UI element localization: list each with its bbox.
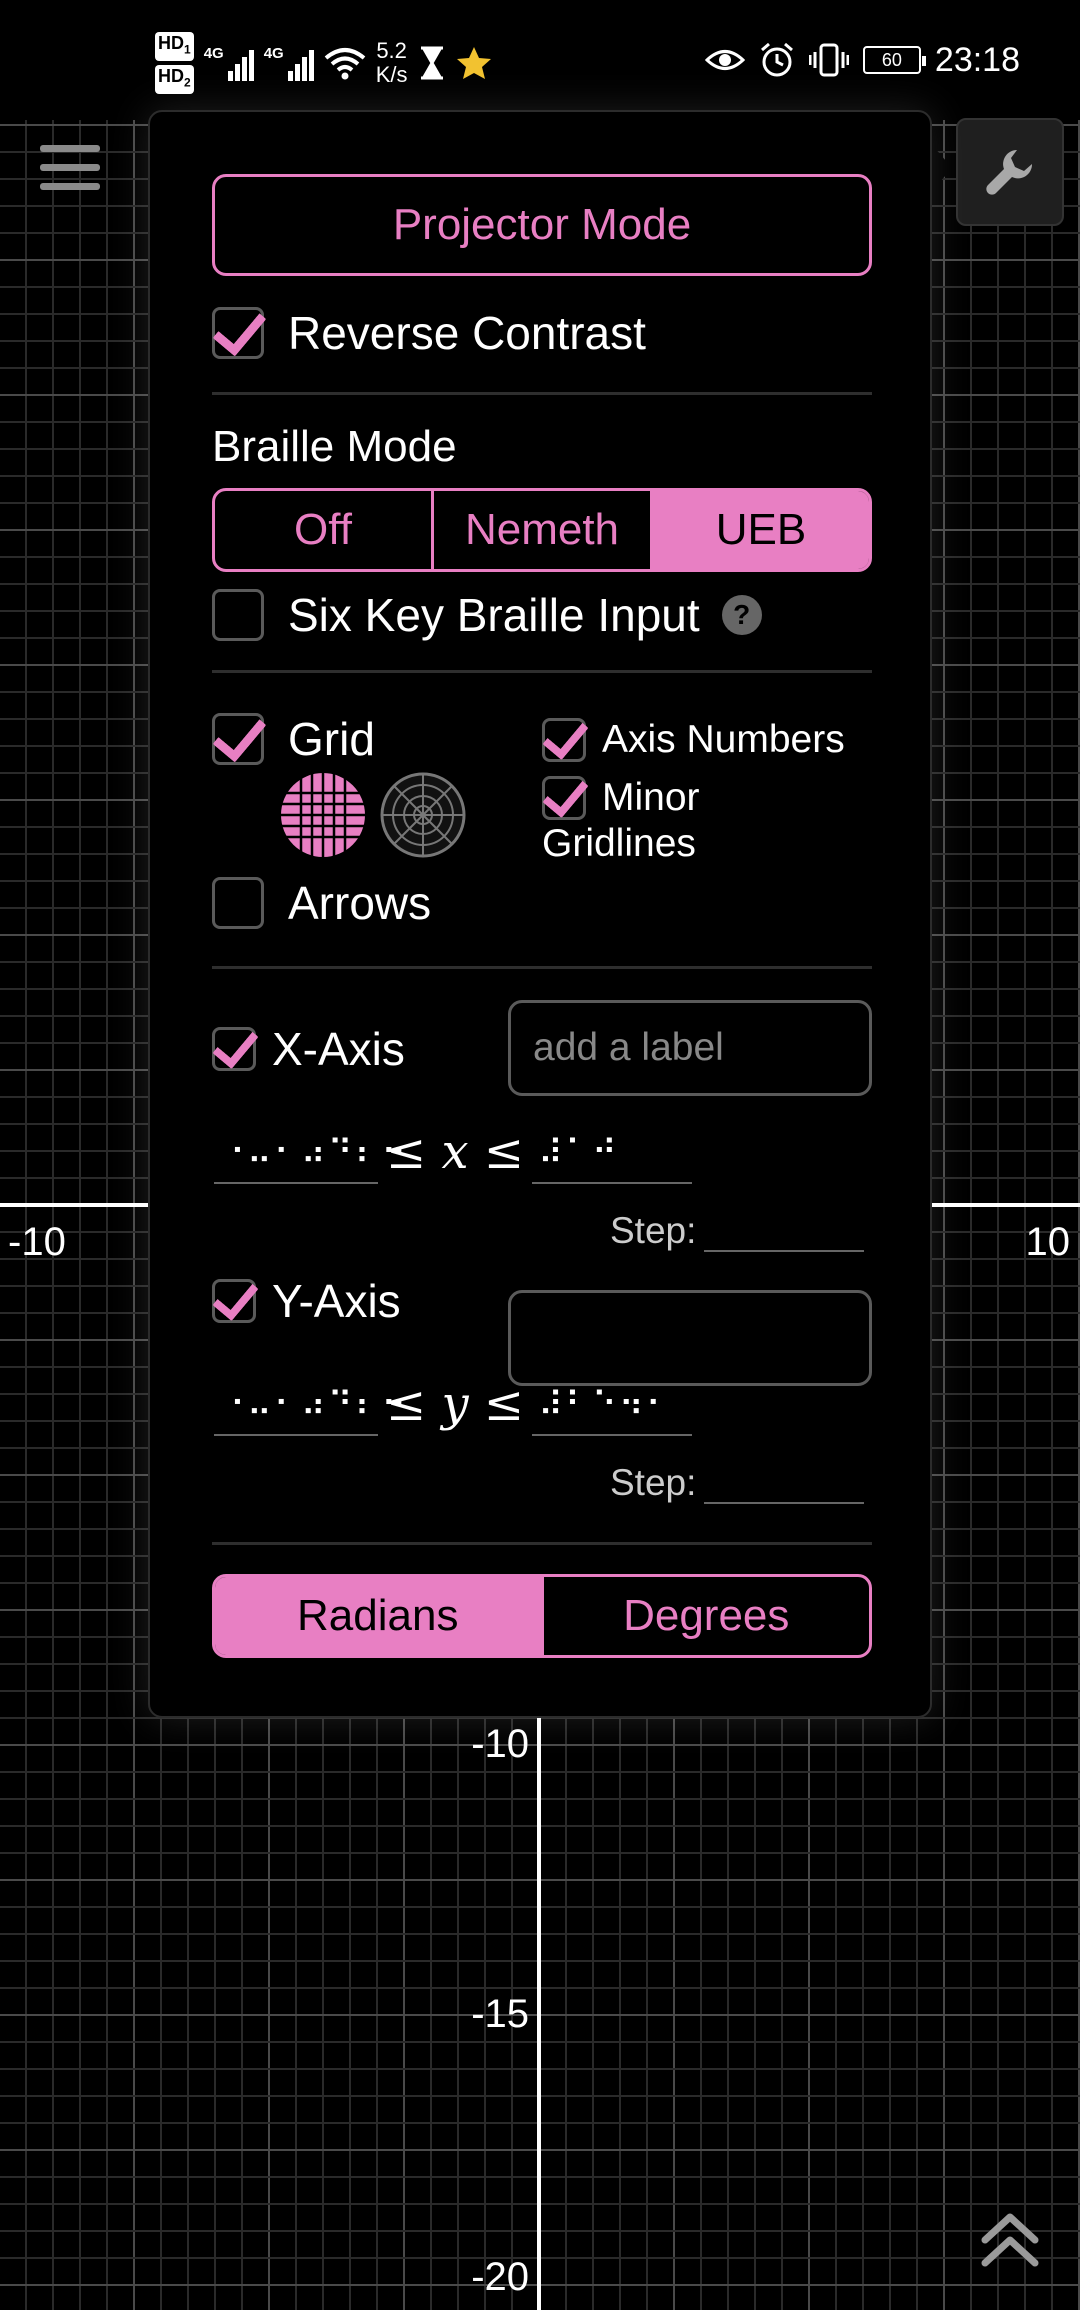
six-key-braille-checkbox[interactable] [212,589,264,641]
hourglass-icon [420,46,443,80]
polar-grid-icon[interactable] [380,772,466,858]
x-min-field[interactable]: ⠐⠤⠂⠴⠙⠆⠒ [214,1124,406,1184]
signal-strength-icon: 4G [204,45,254,81]
braille-mode-selector: Off Nemeth UEB [212,488,872,572]
battery-icon: 60 [862,46,926,74]
y-min-field[interactable]: ⠐⠤⠂⠴⠙⠆⠒ [214,1376,406,1436]
braille-mode-title: Braille Mode [212,422,457,471]
projector-mode-button[interactable]: Projector Mode [212,174,872,276]
x-axis-range: ⠐⠤⠂⠴⠙⠆⠒ ≤ x ≤ ⠼⠁⠚ [214,1124,693,1184]
wrench-icon [986,150,1033,195]
x-step: Step: [610,1202,865,1252]
reverse-contrast-toggle[interactable]: Reverse Contrast [212,306,646,360]
y-range-inequality: ≤ y ≤ [386,1376,525,1432]
hamburger-icon [40,145,100,152]
divider [212,966,872,969]
arrows-toggle[interactable]: Arrows [212,876,431,930]
divider [212,392,872,395]
divider [212,1542,872,1545]
x-axis-label: 10 [1026,1220,1071,1264]
x-range-inequality: ≤ x ≤ [386,1124,525,1180]
cartesian-grid-icon[interactable] [280,772,366,858]
star-icon [456,47,491,79]
y-max-field[interactable]: ⠼⠃⠑⠲⠂ [532,1376,693,1436]
scroll-up-button[interactable] [975,2205,1045,2275]
y-axis-toggle[interactable]: Y-Axis [212,1274,401,1328]
divider [212,670,872,673]
graph-settings-panel: Projector Mode Reverse Contrast Braille … [148,110,932,1718]
status-bar: HD1 HD2 4G 4G 5.2 K/s [0,0,1080,120]
y-axis-range: ⠐⠤⠂⠴⠙⠆⠒ ≤ y ≤ ⠼⠃⠑⠲⠂ [214,1376,693,1436]
grid-type-selector [280,772,466,858]
hd-voice-indicator: HD1 HD2 [155,32,194,94]
y-step-field[interactable] [704,1454,865,1504]
x-step-field[interactable] [704,1202,865,1252]
axis-numbers-toggle[interactable]: Axis Numbers [542,718,845,762]
y-axis-checkbox[interactable] [212,1279,256,1323]
x-axis-label: -10 [8,1220,66,1264]
grid-toggle[interactable]: Grid [212,712,375,766]
angle-mode-selector: Radians Degrees [212,1574,872,1658]
arrows-checkbox[interactable] [212,877,264,929]
signal-strength-icon: 4G [264,45,314,81]
degrees-option[interactable]: Degrees [623,1591,790,1640]
y-step: Step: [610,1454,865,1504]
clock: 23:18 [934,40,1020,79]
alarm-icon [760,42,793,77]
braille-off-option[interactable]: Off [215,491,434,569]
grid-checkbox[interactable] [212,713,264,765]
braille-ueb-option[interactable]: UEB [653,491,869,569]
reverse-contrast-checkbox[interactable] [212,307,264,359]
minor-gridlines-checkbox[interactable] [542,776,586,820]
y-axis-label-input[interactable] [508,1290,872,1386]
six-key-braille-toggle[interactable]: Six Key Braille Input ? [212,588,762,642]
help-icon[interactable]: ? [721,595,762,635]
double-chevron-up-icon [981,2213,1039,2267]
vibrate-icon [808,43,849,77]
minor-gridlines-toggle[interactable]: Minor Gridlines [542,776,700,865]
x-max-field[interactable]: ⠼⠁⠚ [532,1124,693,1184]
y-axis-label: -20 [471,2255,529,2299]
eye-icon [704,50,745,70]
axis-numbers-checkbox[interactable] [542,718,586,762]
braille-nemeth-option[interactable]: Nemeth [434,491,653,569]
x-axis-toggle[interactable]: X-Axis [212,1022,405,1076]
graph-settings-button[interactable] [956,118,1064,226]
radians-option[interactable]: Radians [215,1577,544,1655]
x-axis-checkbox[interactable] [212,1027,256,1071]
menu-button[interactable] [40,145,100,195]
y-axis-label: -10 [471,1722,529,1766]
y-axis-label: -15 [471,1992,529,2036]
x-axis-label-input[interactable]: add a label [508,1000,872,1096]
network-speed: 5.2 K/s [375,38,408,87]
wifi-icon [324,48,366,80]
